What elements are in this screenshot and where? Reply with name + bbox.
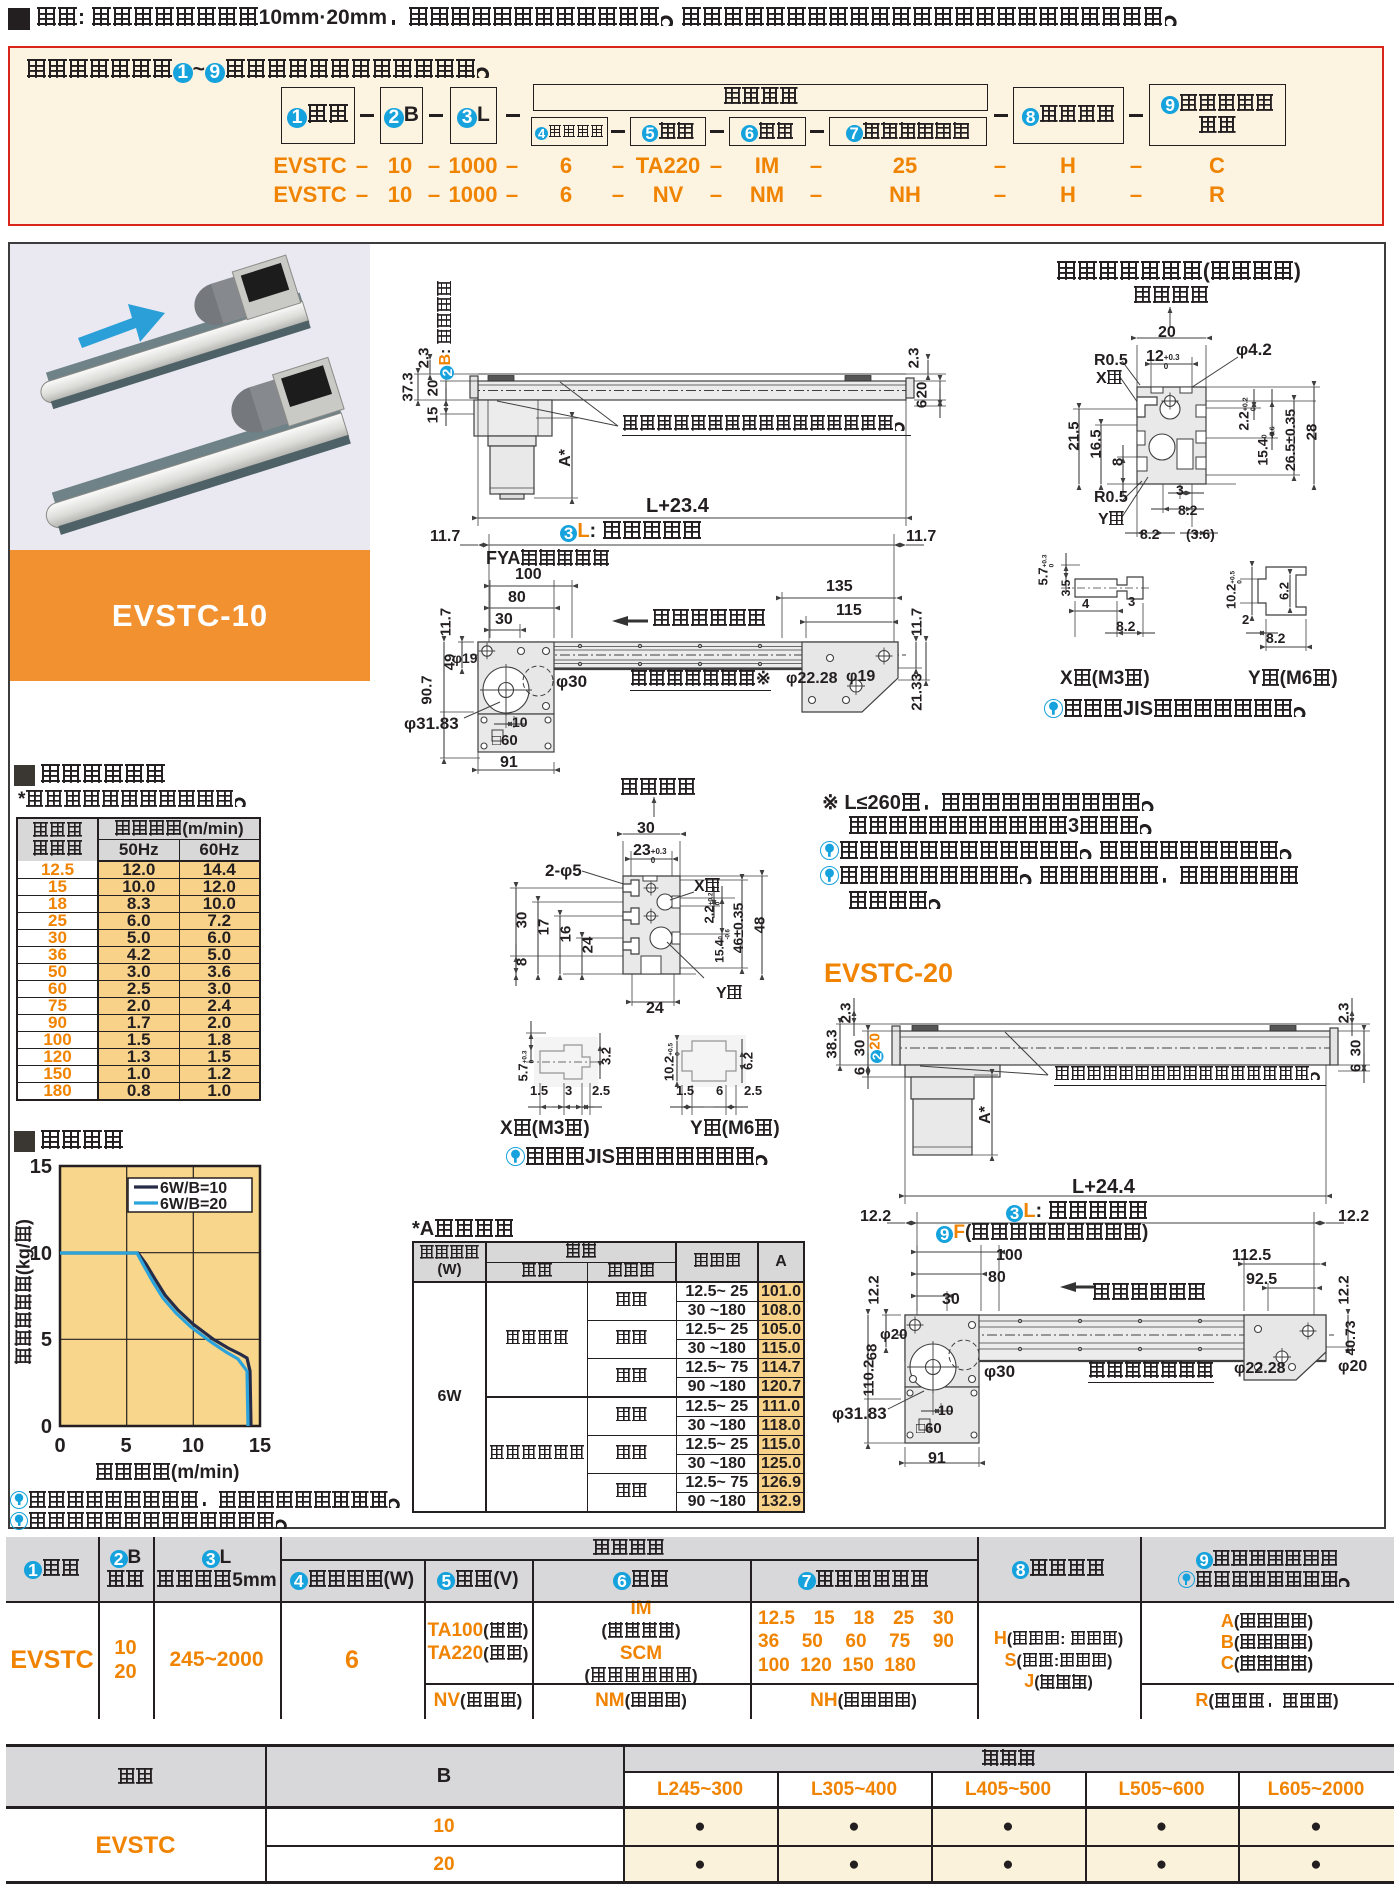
svg-text:15: 15 — [30, 1156, 52, 1178]
svg-text:10: 10 — [182, 1435, 204, 1457]
svg-text:0: 0 — [54, 1435, 65, 1457]
svg-text:6W/B=10: 6W/B=10 — [160, 1180, 227, 1197]
svg-text:10: 10 — [30, 1243, 52, 1265]
svg-text:6W/B=20: 6W/B=20 — [160, 1196, 227, 1213]
svg-text:15: 15 — [249, 1435, 271, 1457]
svg-text:0: 0 — [41, 1416, 52, 1438]
svg-text:5: 5 — [41, 1329, 52, 1351]
svg-text:5: 5 — [120, 1435, 131, 1457]
